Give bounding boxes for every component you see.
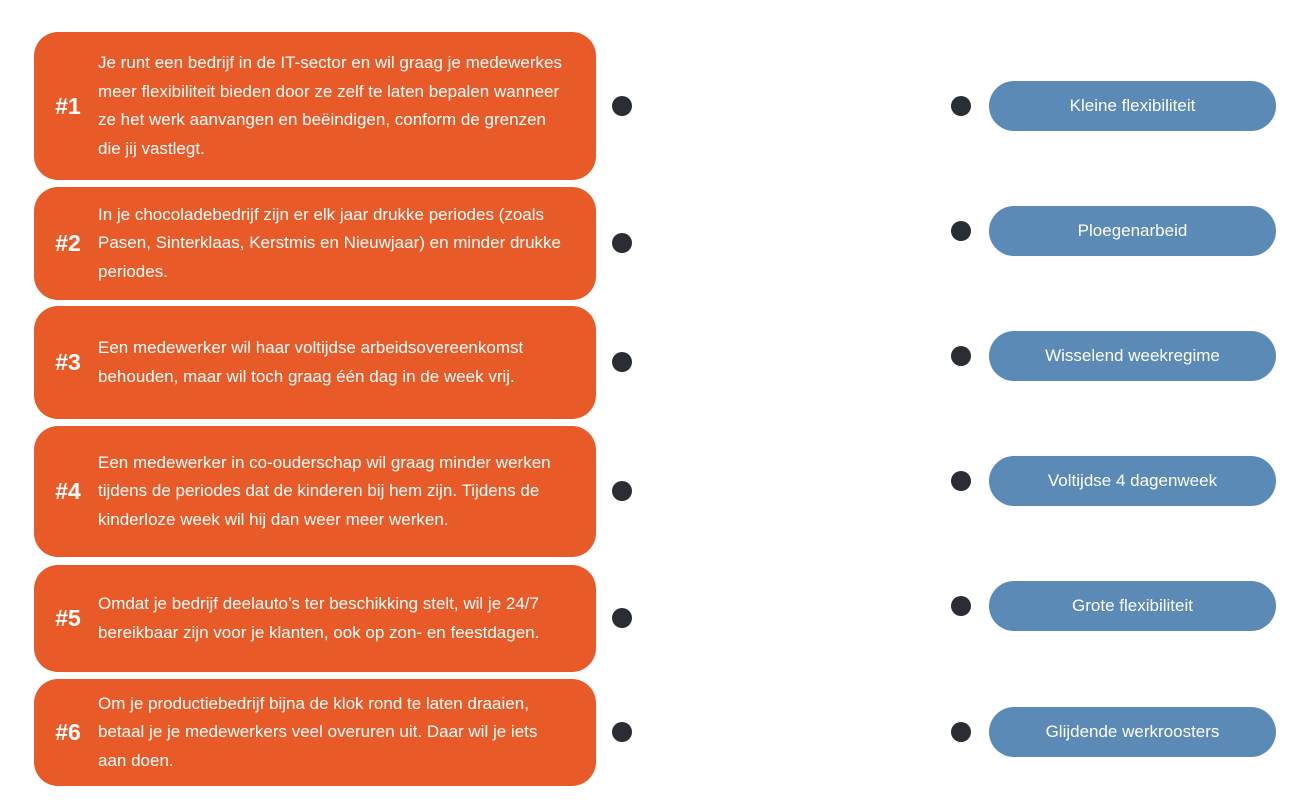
answer-pill-ploegenarbeid[interactable]: Ploegenarbeid [989, 206, 1276, 256]
scenario-connector-dot-5[interactable] [612, 608, 632, 628]
scenario-text: In je chocoladebedrijf zijn er elk jaar … [98, 204, 561, 281]
scenario-text: Een medewerker wil haar voltijdse arbeid… [98, 338, 524, 386]
scenario-card-5[interactable]: #5 Omdat je bedrijf deelauto’s ter besch… [34, 565, 596, 672]
answer-pill-wisselend-weekregime[interactable]: Wisselend weekregime [989, 331, 1276, 381]
answer-connector-dot-4[interactable] [951, 471, 971, 491]
scenario-number: #5 [55, 605, 81, 631]
scenario-card-1[interactable]: #1 Je runt een bedrijf in de IT-sector e… [34, 32, 596, 180]
scenario-connector-dot-3[interactable] [612, 352, 632, 372]
scenario-number: #6 [55, 719, 81, 745]
scenario-card-4[interactable]: #4 Een medewerker in co-ouderschap wil g… [34, 426, 596, 557]
answer-pill-glijdende-werkroosters[interactable]: Glijdende werkroosters [989, 707, 1276, 757]
scenario-connector-dot-4[interactable] [612, 481, 632, 501]
scenario-number: #4 [55, 478, 81, 504]
answer-pill-kleine-flexibiliteit[interactable]: Kleine flexibiliteit [989, 81, 1276, 131]
answer-connector-dot-2[interactable] [951, 221, 971, 241]
answer-connector-dot-1[interactable] [951, 96, 971, 116]
scenario-connector-dot-6[interactable] [612, 722, 632, 742]
scenario-text: Omdat je bedrijf deelauto’s ter beschikk… [98, 594, 540, 642]
scenario-card-2[interactable]: #2 In je chocoladebedrijf zijn er elk ja… [34, 187, 596, 300]
scenario-card-6[interactable]: #6 Om je productiebedrijf bijna de klok … [34, 679, 596, 786]
answer-pill-voltijdse-4-dagenweek[interactable]: Voltijdse 4 dagenweek [989, 456, 1276, 506]
scenario-number: #1 [55, 92, 81, 119]
answer-connector-dot-5[interactable] [951, 596, 971, 616]
scenario-connector-dot-2[interactable] [612, 233, 632, 253]
scenario-text: Om je productiebedrijf bijna de klok ron… [98, 693, 538, 770]
scenario-text: Een medewerker in co-ouderschap wil graa… [98, 452, 551, 529]
scenario-text: Je runt een bedrijf in de IT-sector en w… [98, 53, 562, 158]
answer-connector-dot-3[interactable] [951, 346, 971, 366]
scenario-card-3[interactable]: #3 Een medewerker wil haar voltijdse arb… [34, 306, 596, 419]
scenario-connector-dot-1[interactable] [612, 96, 632, 116]
answer-pill-grote-flexibiliteit[interactable]: Grote flexibiliteit [989, 581, 1276, 631]
scenario-number: #3 [55, 349, 81, 375]
answer-connector-dot-6[interactable] [951, 722, 971, 742]
scenario-number: #2 [55, 230, 81, 256]
